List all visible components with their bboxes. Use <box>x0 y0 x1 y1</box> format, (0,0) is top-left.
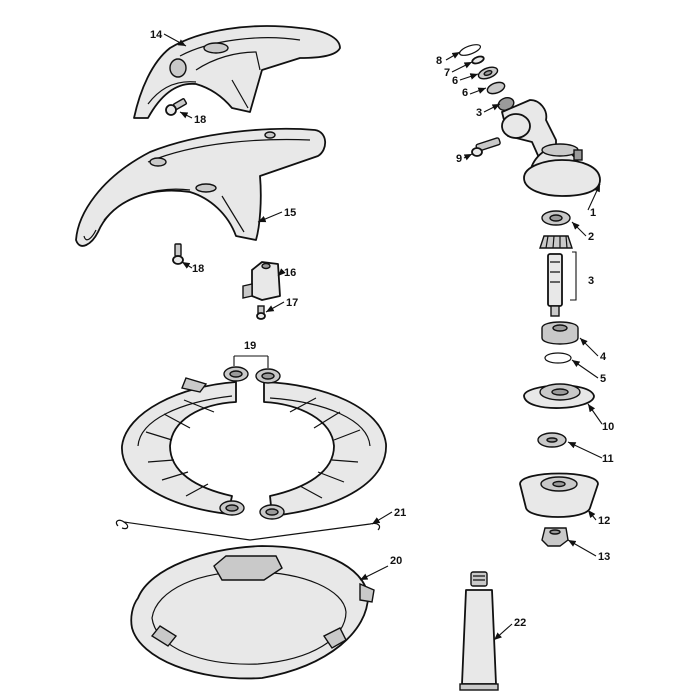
guard-shell-small <box>133 25 341 119</box>
label-part-14: 14 <box>150 29 163 41</box>
label-part-11: 11 <box>602 453 614 465</box>
label-part-7: 7 <box>444 67 450 79</box>
label-part-9: 9 <box>456 153 462 165</box>
label-part-19: 19 <box>244 340 256 352</box>
label-part-8: 8 <box>436 55 442 67</box>
label-part-20: 20 <box>390 555 402 567</box>
screw-9 <box>471 137 501 157</box>
label-part-12: 12 <box>598 515 610 527</box>
guard-shell-large <box>75 127 327 247</box>
output-shaft <box>547 253 563 317</box>
label-part-18-upper: 18 <box>194 114 206 126</box>
label-part-22: 22 <box>514 617 526 629</box>
gear-housing <box>501 99 601 197</box>
nut-13 <box>541 527 569 547</box>
screw-18-lower <box>172 243 184 265</box>
bracket <box>242 261 281 301</box>
thrust-plate <box>523 383 595 409</box>
label-part-4: 4 <box>600 351 607 363</box>
ring-guard <box>130 545 375 680</box>
screw-17 <box>256 305 266 320</box>
wire-spring <box>115 519 381 541</box>
bearing-6-upper <box>477 66 499 80</box>
label-part-3-upper: 3 <box>476 107 482 119</box>
label-part-1: 1 <box>590 207 596 219</box>
label-part-10: 10 <box>602 421 614 433</box>
label-part-6-upper: 6 <box>452 75 458 87</box>
bevel-gear <box>539 235 573 249</box>
circlip-8 <box>458 44 482 56</box>
label-part-5: 5 <box>600 373 606 385</box>
label-part-15: 15 <box>284 207 296 219</box>
washer-11 <box>537 432 567 448</box>
cup-12 <box>519 472 599 518</box>
label-part-17: 17 <box>286 297 298 309</box>
label-part-2: 2 <box>588 231 594 243</box>
part-labels: 14 18 15 18 16 17 19 21 20 22 8 7 6 6 3 … <box>150 29 614 629</box>
deflector-plate <box>121 366 387 520</box>
label-part-3-lower: 3 <box>588 275 594 287</box>
label-part-16: 16 <box>284 267 296 279</box>
leader-lines <box>163 33 603 641</box>
label-part-6-lower: 6 <box>462 87 468 99</box>
washer-7 <box>471 55 485 65</box>
grease-tube <box>459 571 499 691</box>
label-part-21: 21 <box>394 507 406 519</box>
circlip-5 <box>544 352 572 364</box>
label-part-18-lower: 18 <box>192 263 204 275</box>
screw-18-upper <box>165 98 188 116</box>
bearing-6-lower <box>486 81 506 95</box>
label-part-13: 13 <box>598 551 610 563</box>
bearing-2 <box>541 210 571 226</box>
bearing-4 <box>541 321 579 345</box>
